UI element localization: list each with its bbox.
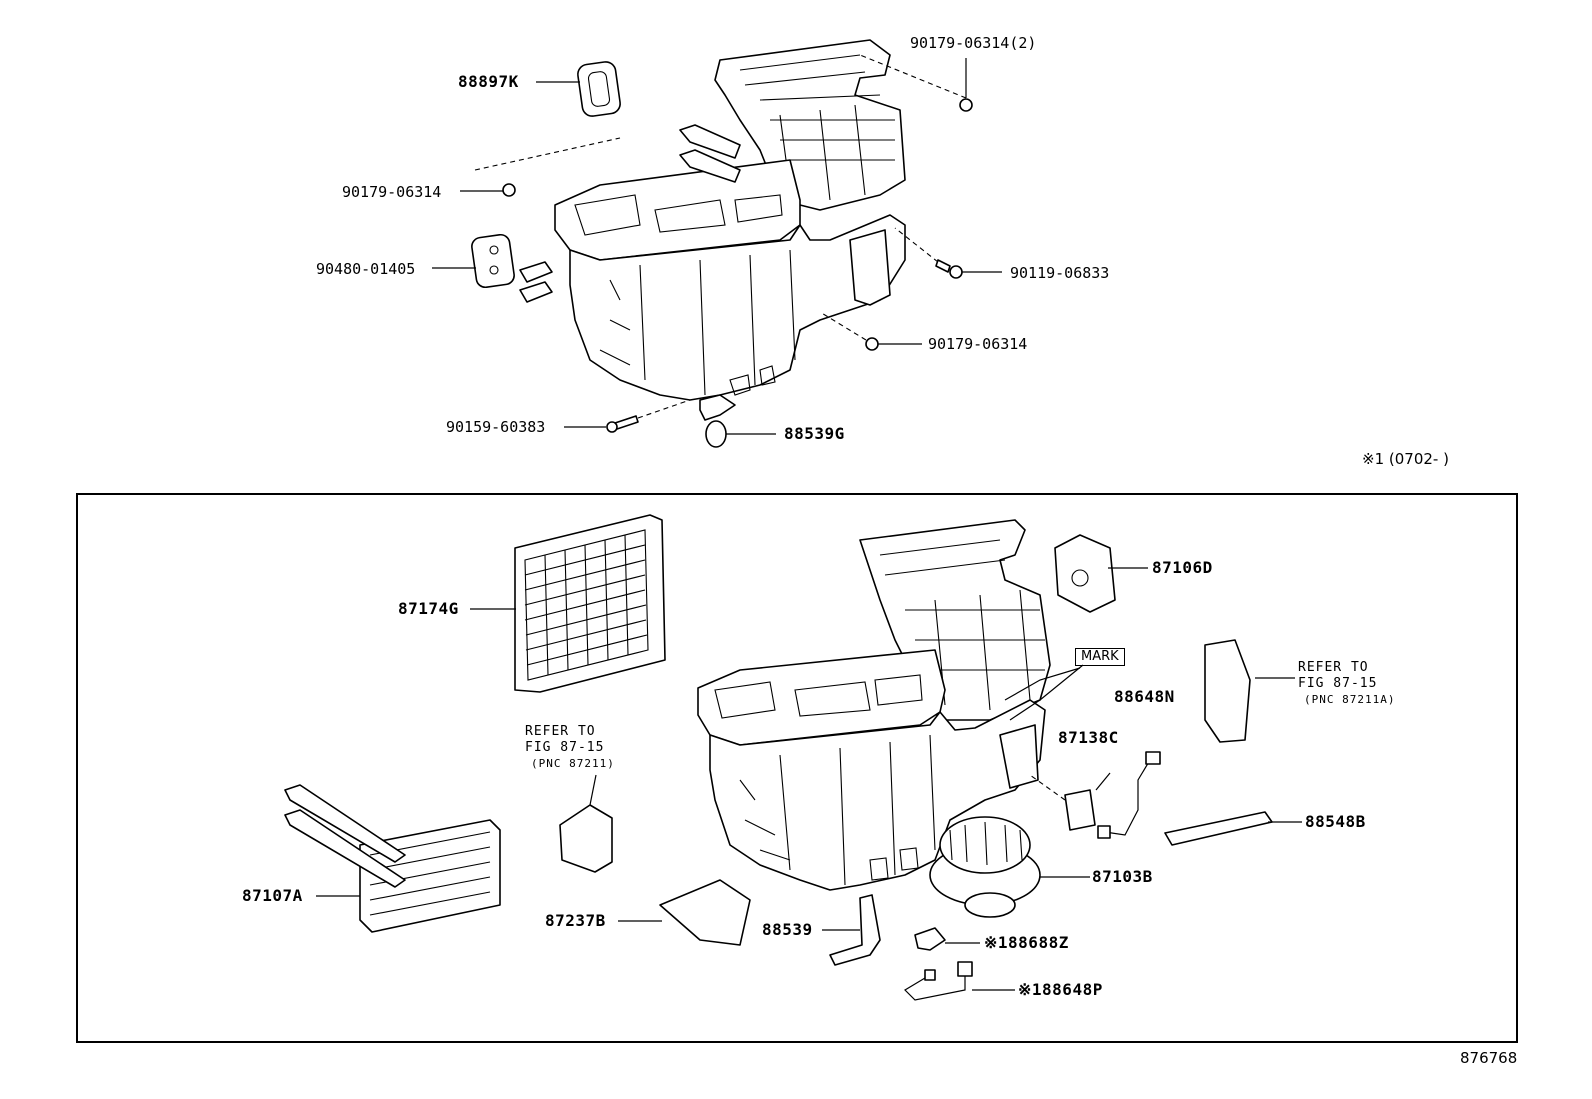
part-label-88648N: 88648N bbox=[1114, 687, 1175, 706]
top-leader-lines bbox=[432, 54, 1002, 435]
part-label-87107A: 87107A bbox=[242, 886, 303, 905]
part-label-88548B: 88548B bbox=[1305, 812, 1366, 831]
part-label-90179-06314-b: 90179-06314 bbox=[928, 335, 1028, 353]
part-label-188688Z: ※188688Z bbox=[984, 933, 1069, 952]
part-label-188648P: ※188648P bbox=[1018, 980, 1103, 999]
part-label-88539: 88539 bbox=[762, 920, 813, 939]
refer-right-line1: REFER TO bbox=[1298, 660, 1369, 675]
part-label-90179-06314-a: 90179-06314 bbox=[342, 183, 442, 201]
detail-frame bbox=[76, 493, 1518, 1043]
part-label-87237B: 87237B bbox=[545, 911, 606, 930]
top-heater-unit-drawing bbox=[519, 39, 906, 421]
part-label-87106D: 87106D bbox=[1152, 558, 1213, 577]
top-small-parts bbox=[471, 61, 973, 448]
part-label-87103B: 87103B bbox=[1092, 867, 1153, 886]
part-label-90119-06833: 90119-06833 bbox=[1010, 264, 1110, 282]
bottom-heater-unit-drawing bbox=[697, 519, 1051, 891]
part-label-88897K: 88897K bbox=[458, 72, 519, 91]
refer-right-line3: (PNC 87211A) bbox=[1304, 693, 1396, 706]
revision-note: ※1 (0702- ) bbox=[1362, 450, 1449, 468]
part-label-90480-01405: 90480-01405 bbox=[316, 260, 416, 278]
part-label-90179-06314-2: 90179-06314(2) bbox=[910, 34, 1037, 52]
part-label-90159-60383: 90159-60383 bbox=[446, 418, 546, 436]
refer-left-line3: (PNC 87211) bbox=[531, 757, 615, 770]
part-label-87174G: 87174G bbox=[398, 599, 459, 618]
refer-right-line2: FIG 87-15 bbox=[1298, 676, 1378, 691]
bottom-parts-drawings bbox=[284, 514, 1273, 1001]
bottom-leader-lines bbox=[316, 567, 1302, 991]
figure-code: 876768 bbox=[1460, 1049, 1518, 1067]
refer-left-line2: FIG 87-15 bbox=[525, 740, 605, 755]
mark-box: MARK bbox=[1075, 648, 1125, 666]
refer-left-line1: REFER TO bbox=[525, 724, 596, 739]
part-label-87138C: 87138C bbox=[1058, 728, 1119, 747]
part-label-88539G: 88539G bbox=[784, 424, 845, 443]
